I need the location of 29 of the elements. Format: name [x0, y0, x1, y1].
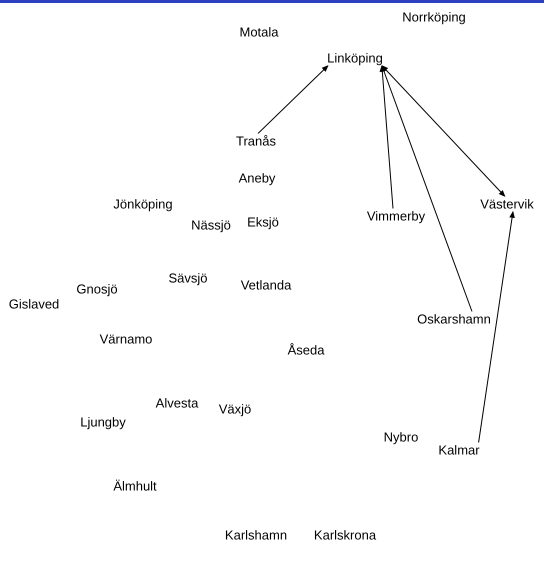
town-name: Alvesta [156, 396, 198, 410]
town-name: Kalmar [438, 442, 480, 458]
town-name: Jönköping [113, 196, 173, 212]
town-name: Värnamo [100, 332, 152, 346]
town-name: Linköping [327, 50, 383, 66]
town-name: Aneby [238, 170, 276, 186]
town-name: Tranås [236, 134, 276, 148]
town-name: Eksjö [247, 214, 279, 230]
town-name: Oskarshamn [417, 312, 491, 326]
town-name: Gnosjö [76, 282, 118, 296]
arrow [258, 65, 329, 134]
town-name: Nässjö [191, 218, 231, 232]
town-name: Gislaved [8, 296, 60, 312]
town-name: Motala [239, 24, 279, 40]
town-name: Ljungby [80, 414, 126, 430]
town-name: Västervik [480, 196, 534, 212]
town-name: Älmhult [113, 478, 157, 494]
town-name: Karlskrona [314, 528, 376, 542]
town-name: Karlshamn [224, 528, 288, 542]
town-name: Sävsjö [168, 270, 208, 286]
town-name: Norrköping [402, 10, 466, 24]
town-name: Växjö [218, 402, 252, 416]
arrow [381, 65, 506, 197]
arrow [478, 210, 515, 443]
town-name: Vimmerby [366, 208, 426, 224]
arrow [380, 64, 394, 209]
town-name: Nybro [384, 430, 418, 444]
town-name: Vetlanda [240, 278, 292, 292]
town-name: Åseda [288, 342, 324, 358]
